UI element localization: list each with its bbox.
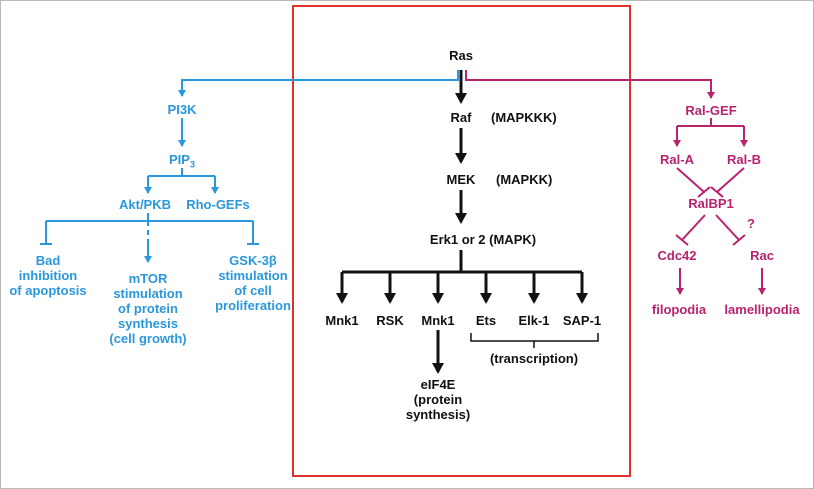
gsk3b-label: GSK-3β stimulation of cell proliferation [215, 253, 291, 313]
ral-branch-connectors [465, 70, 766, 295]
akt-pkb-label: Akt/PKB [118, 197, 172, 212]
ras-label: Ras [449, 48, 473, 63]
pip3-subscript: 3 [189, 159, 195, 170]
pi3k-branch-connectors [40, 70, 459, 263]
ras-to-ralgef-arrow [465, 70, 715, 99]
ralgef-split [676, 118, 745, 145]
mek-note: (MAPKK) [496, 172, 553, 187]
ralbp1-inhibits-rac [715, 214, 746, 246]
transcription-bracket [470, 333, 599, 348]
mapk-pathway-box [292, 5, 631, 477]
eif4e-label: eIF4E (protein synthesis) [405, 377, 471, 422]
akt-inhibits-gsk [247, 221, 259, 245]
ralb-inhibits-ralbp1 [710, 167, 745, 198]
target-mnk1: Mnk1 [325, 313, 359, 328]
ralbp1-inhibits-cdc42 [675, 214, 706, 246]
mtor-label: mTOR stimulation of protein synthesis (c… [109, 271, 187, 346]
target-sap1: SAP-1 [562, 313, 602, 328]
target-rsk: RSK [376, 313, 404, 328]
ralgef-label: Ral-GEF [685, 103, 737, 118]
rala-inhibits-ralbp1 [676, 167, 711, 198]
cdc42-label: Cdc42 [657, 248, 697, 263]
raf-label: Raf [450, 110, 472, 125]
akt-split [46, 213, 253, 222]
ralb-label: Ral-B [727, 152, 761, 167]
mek-label: MEK [446, 172, 476, 187]
pip3-split [147, 168, 216, 192]
target-elk1: Elk-1 [518, 313, 550, 328]
question-mark: ? [747, 216, 755, 231]
filopodia-label: filopodia [651, 302, 707, 317]
target-ets: Ets [475, 313, 497, 328]
mapk-cascade-connectors [336, 70, 588, 374]
akt-inhibits-bad [40, 221, 52, 245]
ras-to-pi3k-arrow [178, 70, 459, 97]
rac-label: Rac [750, 248, 774, 263]
pip3-label: PIP3 [169, 152, 195, 173]
lamellipodia-label: lamellipodia [724, 302, 800, 317]
pi3k-label: PI3K [167, 102, 197, 117]
transcription-label: (transcription) [489, 351, 579, 366]
erk-label: Erk1 or 2 (MAPK) [429, 232, 537, 247]
raf-note: (MAPKKK) [491, 110, 557, 125]
rala-label: Ral-A [660, 152, 694, 167]
target-mnk1-b: Mnk1 [421, 313, 455, 328]
pip3-text: PIP [169, 152, 190, 167]
bad-label: Bad inhibition of apoptosis [9, 253, 87, 298]
rho-gefs-label: Rho-GEFs [186, 197, 250, 212]
erk-split [342, 250, 582, 274]
ralbp1-label: RalBP1 [688, 196, 734, 211]
